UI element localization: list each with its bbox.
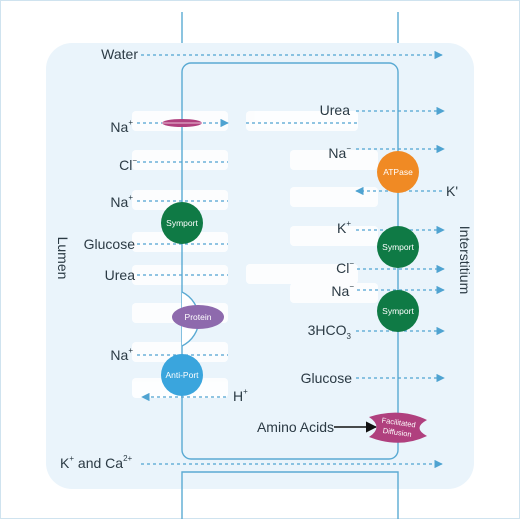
na-label-1: Na+	[110, 118, 133, 135]
glucose-label-2: Glucose	[301, 370, 353, 386]
urea-label-2: Urea	[320, 102, 351, 118]
protein-icon	[172, 305, 224, 329]
na-label-2: Na+	[110, 193, 133, 210]
interstitium-label: Interstitium	[457, 226, 473, 294]
na-label-4: Na−	[328, 144, 351, 161]
na-label-5: Na−	[331, 282, 354, 299]
symport-1-label: Symport	[166, 218, 198, 228]
symport-3-label: Symport	[382, 306, 414, 316]
antiport-icon	[161, 354, 203, 396]
k-label-2: K+	[337, 219, 351, 236]
symport-3-icon	[377, 290, 419, 332]
tube-wall-top	[181, 12, 399, 43]
facilitated-diffusion-icon	[369, 412, 427, 443]
flux-bands	[132, 111, 378, 398]
tube-walls	[181, 12, 399, 519]
atpase-icon	[377, 151, 419, 193]
tube-wall-bottom	[181, 471, 399, 519]
amino-acids-label: Amino Acids	[257, 419, 334, 435]
atpase-label: ATPase	[383, 167, 413, 177]
cl-label-2: Cl−	[336, 259, 354, 276]
na-label-3: Na+	[110, 346, 133, 363]
water-label: Water	[101, 46, 138, 62]
urea-label-1: Urea	[105, 267, 136, 283]
arrows	[137, 50, 445, 469]
cl-label-1: Cl−	[119, 156, 137, 173]
antiport-label: Anti-Port	[165, 370, 199, 380]
lumen-label: Lumen	[55, 237, 71, 280]
hco3-label: 3HCO3	[308, 322, 352, 341]
k-label-1: K'	[446, 183, 458, 199]
symport-1-icon	[161, 202, 203, 244]
symport-2-label: Symport	[382, 242, 414, 252]
protein-label: Protein	[185, 312, 212, 322]
h-label: H+	[233, 387, 248, 404]
facilitated-label-2: Diffusion	[382, 426, 412, 439]
k-ca-label: K+ and Ca2+	[60, 454, 133, 471]
glucose-label-1: Glucose	[84, 236, 136, 252]
symport-2-icon	[377, 226, 419, 268]
